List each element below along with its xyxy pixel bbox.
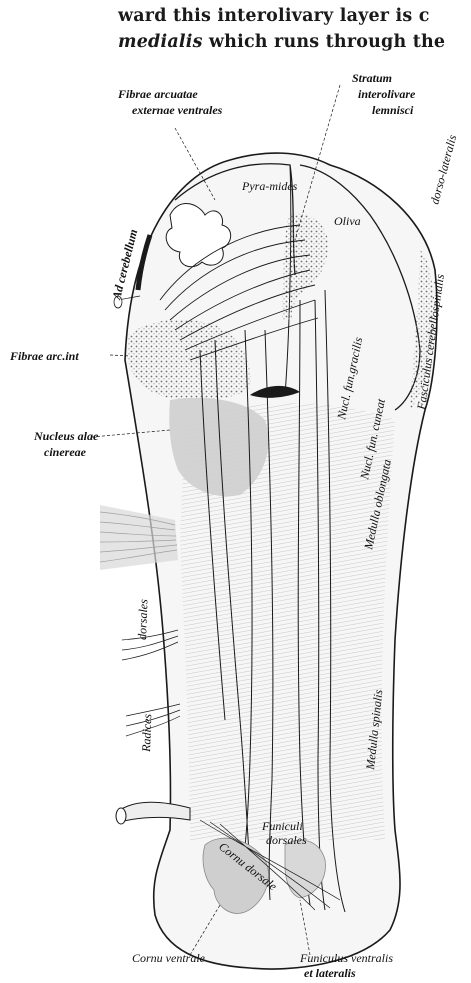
label-funiculus-vl-2: et lateralis bbox=[304, 966, 356, 980]
funiculi-label: Funiculi dorsales bbox=[261, 819, 307, 847]
label-dorso-lateralis: dorso-lateralis bbox=[427, 133, 459, 206]
label-nucleus-alae-1: Nucleus alae bbox=[33, 429, 99, 443]
stratum-label: Stratum interolivare lemnisci bbox=[352, 71, 416, 117]
label-radices: Radices bbox=[139, 713, 154, 753]
label-fibrae-arcuatae-1: Fibrae arcuatae bbox=[117, 87, 198, 101]
label-stratum-1: Stratum bbox=[352, 71, 392, 85]
label-pyramides: Pyra-mides bbox=[241, 179, 298, 193]
label-dorsales: dorsales bbox=[135, 599, 150, 640]
label-stratum-3: lemnisci bbox=[372, 103, 414, 117]
label-fibrae-arcuatae-2: externae ventrales bbox=[132, 103, 223, 117]
label-nucleus-alae-2: cinereae bbox=[44, 445, 87, 459]
label-funiculi-1: Funiculi bbox=[261, 819, 303, 833]
label-cornu-ventrale: Cornu ventrale bbox=[132, 951, 206, 965]
label-funiculi-2: dorsales bbox=[266, 833, 307, 847]
funiculus-vl-label: Funiculus ventralis et lateralis bbox=[299, 951, 393, 980]
fibrae-arcuatae-label: Fibrae arcuatae externae ventrales bbox=[117, 87, 223, 117]
label-funiculus-vl-1: Funiculus ventralis bbox=[299, 951, 393, 965]
nucleus-alae-label: Nucleus alae cinereae bbox=[33, 429, 99, 459]
root-stump-end bbox=[116, 808, 126, 824]
label-fibrae-arc-int: Fibrae arc.int bbox=[9, 349, 79, 363]
label-oliva: Oliva bbox=[334, 214, 361, 228]
label-stratum-2: interolivare bbox=[358, 87, 416, 101]
